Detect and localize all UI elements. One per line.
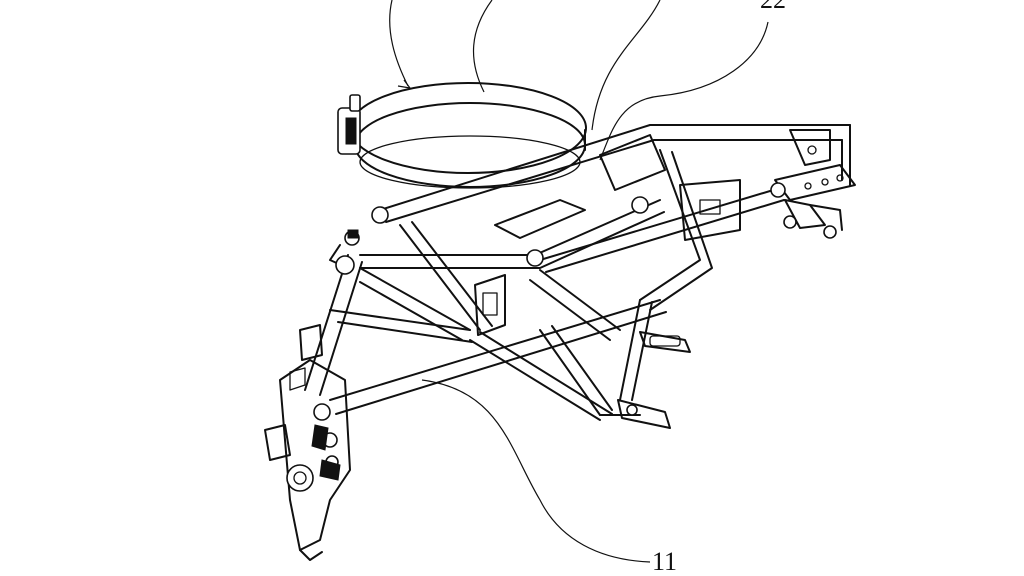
footpeg-bracket-right	[783, 199, 843, 239]
reference-label-22: 22	[760, 0, 786, 14]
frame-main-rails	[304, 124, 851, 421]
leader-line-11	[421, 379, 651, 563]
reference-label-11: 11	[652, 547, 677, 576]
headstock-mount	[264, 324, 351, 561]
footpeg-left	[639, 331, 691, 353]
mid-gusset-plates	[474, 134, 741, 336]
joint-nodes	[335, 182, 786, 275]
ring-clamp-bracket	[337, 94, 361, 155]
footpeg-rear	[617, 399, 671, 429]
leader-lines-top	[389, 0, 769, 161]
